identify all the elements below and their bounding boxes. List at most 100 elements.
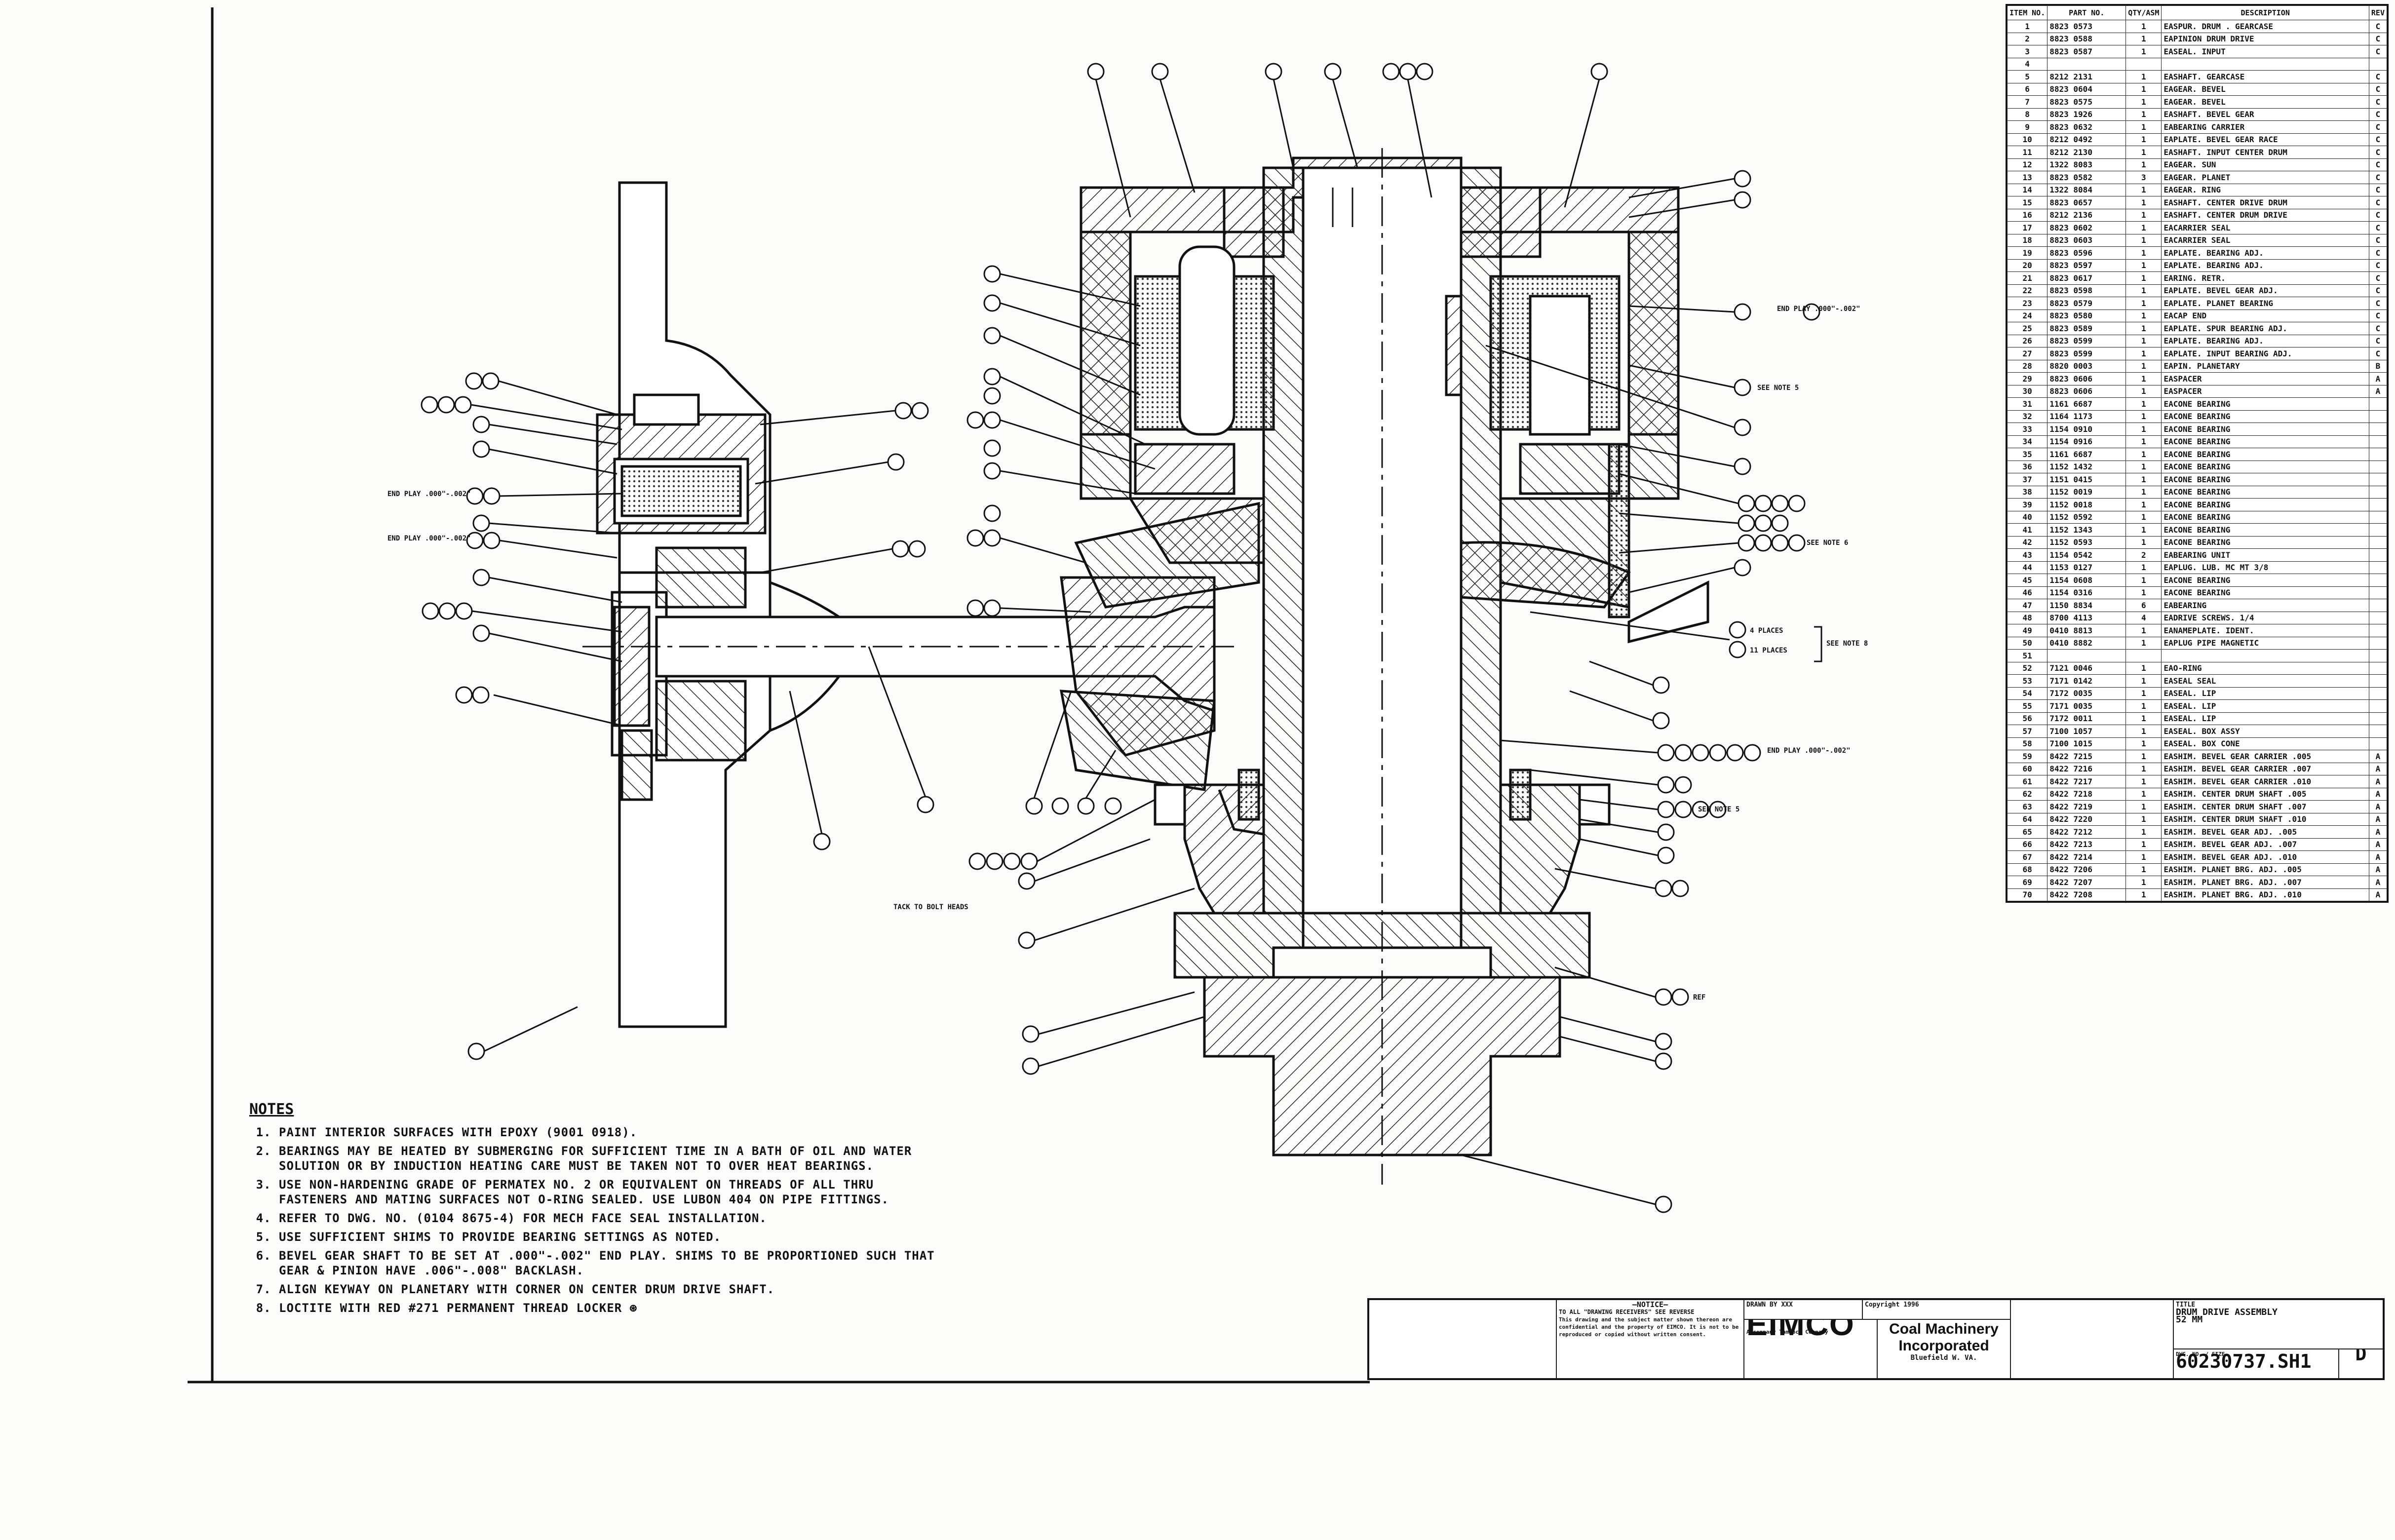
bom-description: EAPLATE. BEVEL GEAR RACE bbox=[2161, 133, 2369, 146]
notice-body: This drawing and the subject matter show… bbox=[1559, 1316, 1739, 1338]
note-item: PAINT INTERIOR SURFACES WITH EPOXY (9001… bbox=[279, 1125, 940, 1140]
four-places-callout: 4 PLACES bbox=[1750, 627, 1783, 635]
bom-part-number: 8422 7219 bbox=[2047, 800, 2126, 813]
bom-item-number: 7 bbox=[2007, 95, 2048, 109]
bom-part-number: 1150 8834 bbox=[2047, 599, 2126, 612]
bom-revision bbox=[2368, 599, 2388, 612]
bom-quantity: 1 bbox=[2125, 246, 2162, 260]
bom-description: EARING. RETR. bbox=[2161, 271, 2369, 285]
bom-quantity: 1 bbox=[2125, 309, 2162, 322]
bom-revision bbox=[2368, 586, 2388, 599]
bom-part-number: 8823 0599 bbox=[2047, 334, 2126, 347]
bom-quantity: 1 bbox=[2125, 435, 2162, 448]
bom-revision: C bbox=[2368, 32, 2388, 45]
bom-item-number: 67 bbox=[2007, 850, 2048, 864]
bom-item-number: 45 bbox=[2007, 574, 2048, 587]
bom-revision: C bbox=[2368, 133, 2388, 146]
bom-revision: C bbox=[2368, 183, 2388, 196]
bom-revision: A bbox=[2368, 762, 2388, 775]
bom-quantity: 1 bbox=[2125, 334, 2162, 347]
bom-quantity: 1 bbox=[2125, 233, 2162, 247]
bom-item-number: 59 bbox=[2007, 750, 2048, 763]
bom-header-rev: REV bbox=[2368, 5, 2388, 20]
bom-item-number: 5 bbox=[2007, 70, 2048, 83]
bom-description: EACONE BEARING bbox=[2161, 460, 2369, 473]
bom-part-number: 8212 2130 bbox=[2047, 146, 2126, 159]
bom-quantity: 1 bbox=[2125, 158, 2162, 171]
bom-quantity: 1 bbox=[2125, 32, 2162, 45]
bom-quantity: 1 bbox=[2125, 385, 2162, 398]
bom-header-description: DESCRIPTION bbox=[2161, 5, 2369, 20]
bom-quantity: 1 bbox=[2125, 498, 2162, 511]
bom-revision: C bbox=[2368, 208, 2388, 222]
bom-part-number: 8820 0003 bbox=[2047, 359, 2126, 373]
bom-quantity: 1 bbox=[2125, 737, 2162, 750]
bom-quantity: 1 bbox=[2125, 347, 2162, 360]
bom-row: 51 bbox=[2007, 649, 2388, 662]
bom-description: EAPLATE. SPUR BEARING ADJ. bbox=[2161, 322, 2369, 335]
bom-quantity: 1 bbox=[2125, 825, 2162, 839]
bom-description: EASHIM. BEVEL GEAR ADJ. .005 bbox=[2161, 825, 2369, 839]
bom-quantity: 1 bbox=[2125, 674, 2162, 688]
title-box: TITLE DRUM DRIVE ASSEMBLY 52 MM bbox=[2173, 1300, 2383, 1349]
bom-description: EAPLUG. LUB. MC MT 3/8 bbox=[2161, 561, 2369, 574]
bom-description: EAGEAR. PLANET bbox=[2161, 171, 2369, 184]
bom-item-number: 2 bbox=[2007, 32, 2048, 45]
bom-quantity: 1 bbox=[2125, 271, 2162, 285]
note-item: LOCTITE WITH RED #271 PERMANENT THREAD L… bbox=[279, 1301, 940, 1315]
bom-quantity bbox=[2125, 649, 2162, 662]
bom-part-number: 8422 7217 bbox=[2047, 775, 2126, 788]
bom-revision: A bbox=[2368, 863, 2388, 876]
bom-part-number: 1154 0910 bbox=[2047, 423, 2126, 436]
main-housing bbox=[1080, 156, 1680, 500]
company-box: Coal Machinery Incorporated Bluefield W.… bbox=[1877, 1319, 2010, 1379]
bom-part-number: 7172 0035 bbox=[2047, 687, 2126, 700]
bom-description bbox=[2161, 649, 2369, 662]
bom-description: EAPINION DRUM DRIVE bbox=[2161, 32, 2369, 45]
bom-description: EASHIM. BEVEL GEAR CARRIER .005 bbox=[2161, 750, 2369, 763]
bom-revision bbox=[2368, 410, 2388, 423]
bom-description: EABEARING UNIT bbox=[2161, 548, 2369, 562]
bom-item-number: 28 bbox=[2007, 359, 2048, 373]
bom-quantity: 1 bbox=[2125, 183, 2162, 196]
bom-revision bbox=[2368, 397, 2388, 411]
eimco-logo-sub: A company Tamrock Company bbox=[1746, 1329, 1828, 1335]
bom-revision: C bbox=[2368, 120, 2388, 134]
bom-quantity: 1 bbox=[2125, 359, 2162, 373]
bom-quantity: 1 bbox=[2125, 322, 2162, 335]
bom-item-number: 63 bbox=[2007, 800, 2048, 813]
bom-item-number: 11 bbox=[2007, 146, 2048, 159]
bom-quantity: 2 bbox=[2125, 548, 2162, 562]
ref-callout: REF bbox=[1693, 994, 1705, 1001]
bom-part-number: 1152 1343 bbox=[2047, 523, 2126, 537]
bom-description: EASEAL. INPUT bbox=[2161, 45, 2369, 58]
bom-revision: C bbox=[2368, 146, 2388, 159]
bom-item-number: 57 bbox=[2007, 725, 2048, 738]
bom-header-item: ITEM NO. bbox=[2007, 5, 2048, 20]
bom-part-number: 8422 7207 bbox=[2047, 876, 2126, 889]
bom-revision: C bbox=[2368, 221, 2388, 234]
bom-item-number: 50 bbox=[2007, 636, 2048, 650]
bill-of-materials: ITEM NO. PART NO. QTY/ASM DESCRIPTION RE… bbox=[2006, 4, 2389, 903]
bom-description: EASHIM. BEVEL GEAR CARRIER .007 bbox=[2161, 762, 2369, 775]
bom-part-number: 1154 0316 bbox=[2047, 586, 2126, 599]
bom-description: EAPLATE. BEARING ADJ. bbox=[2161, 259, 2369, 272]
bom-quantity: 1 bbox=[2125, 196, 2162, 209]
end-play-callout-1: END PLAY .000"-.002" bbox=[387, 490, 471, 498]
bom-part-number: 8823 0632 bbox=[2047, 120, 2126, 134]
